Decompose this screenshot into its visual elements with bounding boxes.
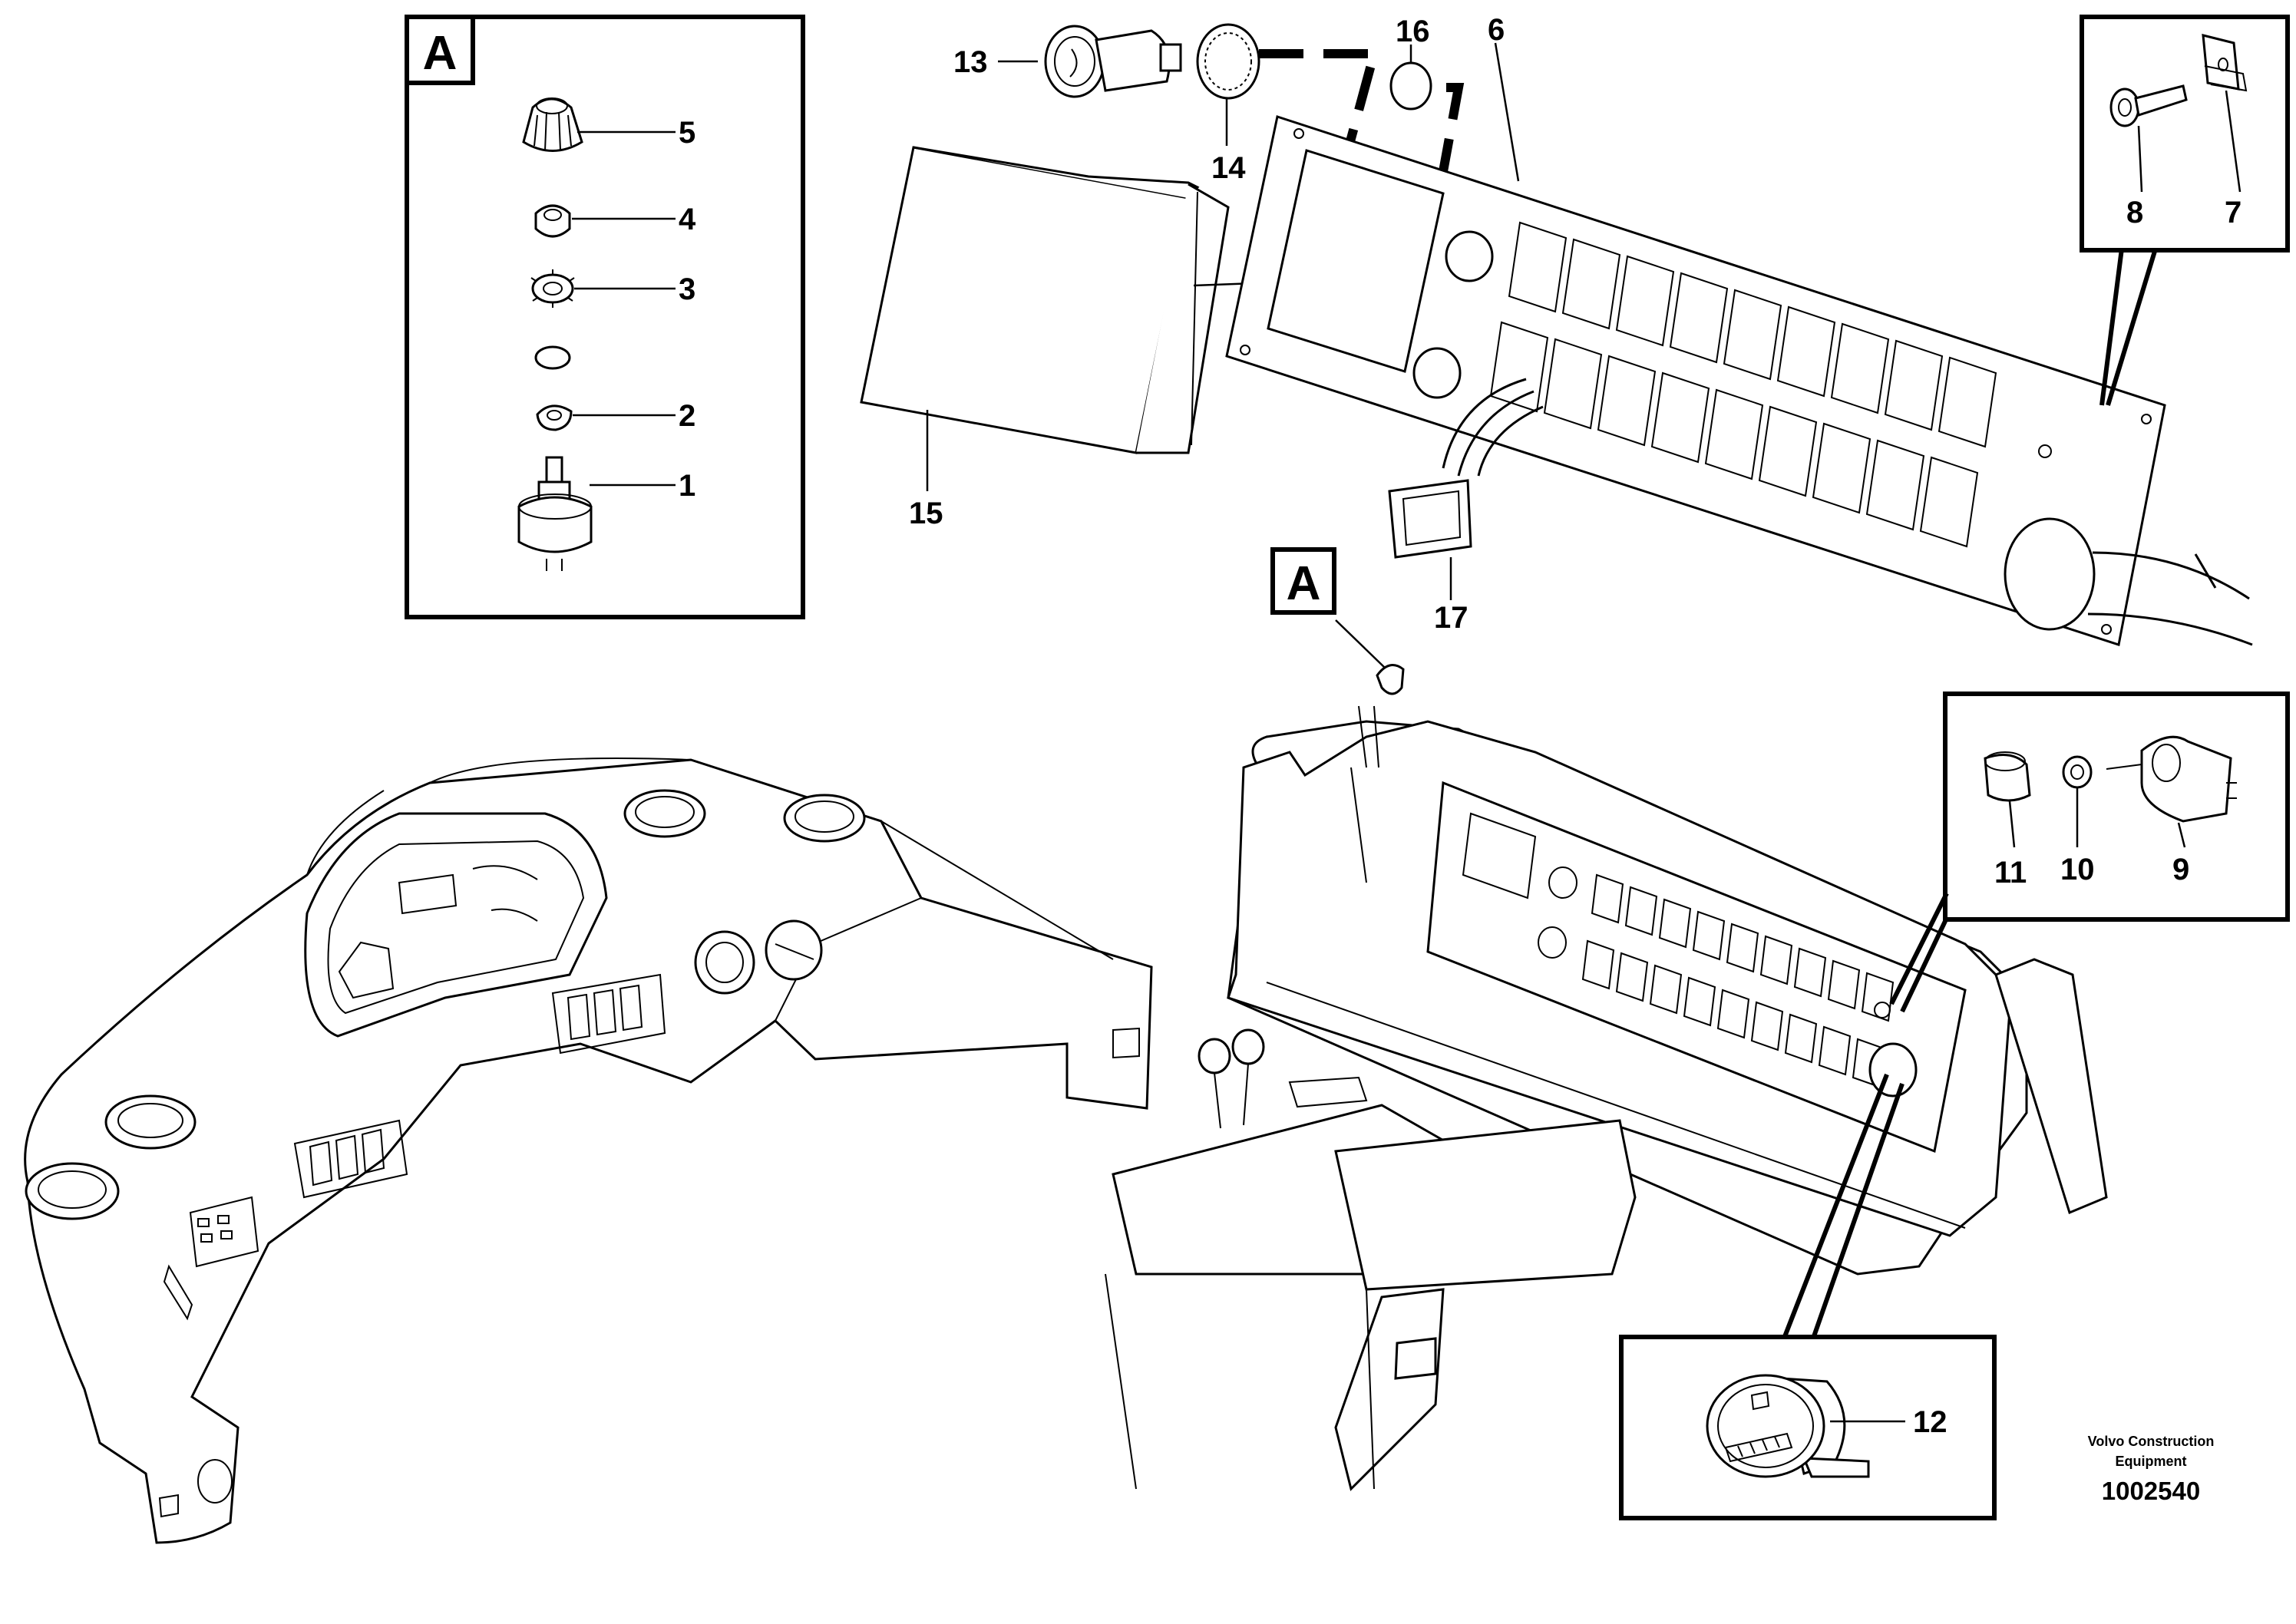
screw-part <box>2109 84 2188 127</box>
dashboard-switch-banks <box>163 973 666 1321</box>
switch-nut-part <box>2062 755 2093 789</box>
instrument-cluster <box>304 812 608 1038</box>
knob-part <box>522 97 583 152</box>
detail-a-reference-tag: A <box>1287 557 1321 610</box>
cab-switch-panel <box>1426 781 1967 1154</box>
toggle-switch-part <box>2106 735 2237 823</box>
callout-15: 15 <box>909 497 943 530</box>
lock-washer-part <box>530 269 575 308</box>
detail-fasteners-box: 8 7 <box>2080 15 2290 253</box>
hour-meter-gauge-part <box>1706 1374 1870 1478</box>
credit-line-2: Equipment <box>2116 1454 2187 1469</box>
switch-knob-part <box>1984 751 2031 802</box>
blanking-plug-part <box>1389 61 1432 111</box>
callout-11: 11 <box>1994 856 2027 890</box>
detail-a-reference: A <box>1270 547 1336 615</box>
callout-4: 4 <box>679 203 696 236</box>
callout-8: 8 <box>2126 196 2143 229</box>
rotary-switch-part <box>517 456 593 571</box>
credit-line-1: Volvo Construction <box>2088 1434 2215 1449</box>
left-dashboard-assembly <box>24 758 1153 1544</box>
nut-part <box>534 204 571 238</box>
callout-10: 10 <box>2060 853 2095 886</box>
drawing-number: 1002540 <box>2102 1477 2200 1505</box>
callout-1: 1 <box>679 469 695 503</box>
drawing-credit: Volvo Construction Equipment 1002540 <box>2088 1434 2215 1505</box>
cab-console-assembly <box>1105 664 2108 1491</box>
detail-a-tag: A <box>423 27 458 80</box>
cigarette-lighter-part <box>1044 25 1182 98</box>
detail-gauge-box: 12 <box>1619 1335 1997 1520</box>
callout-17: 17 <box>1434 601 1468 635</box>
callout-3: 3 <box>679 272 695 306</box>
tab-washer-part <box>536 404 573 431</box>
callout-13: 13 <box>953 45 988 79</box>
dashboard-socket <box>694 919 823 995</box>
switch-panel-part <box>1225 115 2253 646</box>
callout-9: 9 <box>2172 853 2189 886</box>
dashboard-gauge-ports <box>25 789 866 1220</box>
display-unit-part <box>860 146 1230 454</box>
clip-nut-part <box>2202 34 2248 92</box>
detail-a-box: A <box>405 15 805 619</box>
detail-switch-box: 11 10 9 <box>1943 692 2290 922</box>
harness-connector-part <box>1388 378 1544 559</box>
bezel-ring-part <box>1196 23 1260 100</box>
callout-2: 2 <box>679 399 695 433</box>
callout-16: 16 <box>1396 15 1430 48</box>
panel-switch-slots <box>1489 221 1997 548</box>
callout-7: 7 <box>2225 196 2241 229</box>
cab-rotary-knob <box>1358 664 1405 768</box>
callout-14: 14 <box>1211 151 1246 185</box>
callout-5: 5 <box>679 116 695 150</box>
callout-12: 12 <box>1913 1405 1947 1439</box>
armrest-controls <box>1105 1028 1637 1491</box>
callout-6: 6 <box>1488 13 1505 47</box>
plain-washer-part <box>534 345 571 370</box>
